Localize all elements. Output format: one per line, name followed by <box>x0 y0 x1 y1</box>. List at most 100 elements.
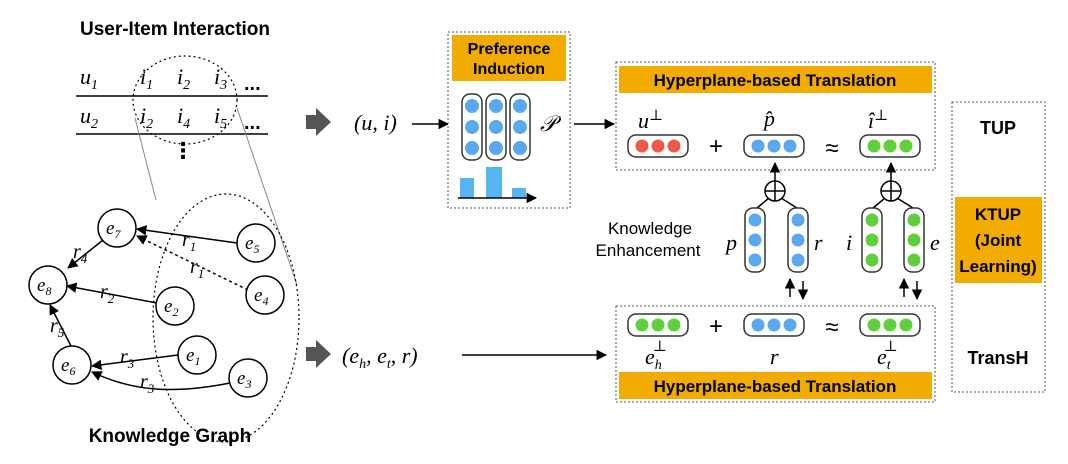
side-panel: TUP KTUP (Joint Learning) TransH <box>951 101 1046 393</box>
tup-box: Hyperplane-based Translation u⊥ p̂ î⊥ + … <box>615 61 936 171</box>
enh-vector-e-dot <box>907 233 921 247</box>
enh-vector-r <box>787 207 809 273</box>
enh-vector-r-dot <box>791 233 805 247</box>
preference-title-line1: Preference <box>468 41 551 58</box>
vector-eh-perp-dot <box>651 318 665 332</box>
items-ellipse <box>132 55 238 145</box>
svg-text:e1: e1 <box>186 345 200 368</box>
transh-eh-label: eh⊥ <box>645 339 667 373</box>
transh-plus: + <box>709 313 723 340</box>
enh-e-label: e <box>930 230 940 255</box>
vector-r-dot <box>751 318 765 332</box>
projection-line-left <box>134 117 157 201</box>
projection-line-right <box>236 107 298 286</box>
svg-text:u1: u1 <box>80 64 98 93</box>
edge-e6-e8 <box>49 304 72 347</box>
edge-e3-e6 <box>91 371 231 391</box>
vdots: ⋮ <box>172 138 194 163</box>
user-item-title: User-Item Interaction <box>80 19 270 40</box>
svg-text:e5: e5 <box>245 233 259 256</box>
svg-text:i5: i5 <box>214 103 227 132</box>
histogram-bar-2 <box>486 167 502 198</box>
vector-r-dot <box>783 318 797 332</box>
vector-u-perp-dot <box>651 139 665 153</box>
vector-eh-perp-dot <box>635 318 649 332</box>
svg-text:r1: r1 <box>190 256 204 281</box>
edge-e5-e7 <box>135 225 238 244</box>
kg-relation-labels: r1 r1 r4 r2 r5 r3 r3 <box>50 229 204 396</box>
enh-i-label: i <box>846 230 852 255</box>
vector-r-dot <box>767 318 781 332</box>
svg-text:r3: r3 <box>120 346 135 371</box>
vector-i-hat-perp-dot <box>899 139 913 153</box>
vector-i-hat-perp-dot <box>867 139 881 153</box>
oplus-left <box>764 180 786 202</box>
tup-p-label: p̂ <box>762 106 775 131</box>
user-item-row-2: u2 i2 i4 i5 ... <box>80 103 261 134</box>
edge-e2-e8 <box>65 282 158 304</box>
edge-e1-e6 <box>90 354 179 371</box>
enhancement-line2: Enhancement <box>596 241 701 260</box>
kg-edges <box>49 225 249 391</box>
vector-p-hat-dot <box>783 139 797 153</box>
transh-title-bar <box>619 372 932 399</box>
svg-text:e7: e7 <box>106 218 121 241</box>
svg-text:i1: i1 <box>140 64 153 93</box>
preference-induction: Preference Induction 𝒫 <box>447 31 571 209</box>
entity-e2: e2 <box>155 286 195 326</box>
transh-approx: ≈ <box>825 314 838 341</box>
enh-vector-r-dot <box>791 253 805 267</box>
transh-box: Hyperplane-based Translation + ≈ eh⊥ r e… <box>615 305 936 403</box>
svg-text:e6: e6 <box>61 355 75 378</box>
enh-vector-r-dot <box>791 213 805 227</box>
vector-eh-perp-dot <box>667 318 681 332</box>
pref-vector-dot <box>489 141 503 155</box>
preference-title-bar <box>452 35 566 81</box>
enh-vector-e-dot <box>907 253 921 267</box>
svg-text:r5: r5 <box>50 315 65 340</box>
label-ktup-joint: (Joint <box>975 231 1022 250</box>
enh-vector-p-dot <box>748 233 762 247</box>
entity-e8: e8 <box>28 265 68 305</box>
pref-vector-dot <box>513 99 527 113</box>
transh-et-label: et⊥ <box>877 339 898 373</box>
enh-r-label: r <box>814 230 823 255</box>
entity-e7: e7 <box>97 208 137 248</box>
histogram-bar-1 <box>460 178 474 198</box>
kg-nodes: e7 e5 e8 e4 e2 e6 e1 e3 <box>28 208 285 398</box>
vector-et-perp-dot <box>883 318 897 332</box>
pref-vector-dot <box>489 120 503 134</box>
entity-e4: e4 <box>245 275 285 315</box>
entity-e1: e1 <box>177 335 217 375</box>
enh-vector-i-dot <box>865 253 879 267</box>
pref-vector-dot <box>513 120 527 134</box>
enh-vector-i-dot <box>865 233 879 247</box>
tup-i-label: î⊥ <box>868 108 888 133</box>
vector-eh-perp <box>627 313 689 337</box>
preference-vectors <box>461 93 531 161</box>
tup-title: Hyperplane-based Translation <box>654 71 897 90</box>
label-ktup: KTUP <box>975 205 1021 224</box>
tup-approx: ≈ <box>825 135 838 162</box>
pref-vector-1 <box>461 93 483 161</box>
label-ktup-learning: Learning) <box>959 257 1036 276</box>
vector-u-perp-dot <box>635 139 649 153</box>
ktup-highlight <box>955 197 1042 283</box>
enh-p-label: p <box>724 230 737 255</box>
enhancement-vectors <box>744 207 925 273</box>
tup-vectors <box>627 134 921 158</box>
pref-vector-dot <box>489 99 503 113</box>
pref-vector-3 <box>509 93 531 161</box>
enh-vector-p-dot <box>748 253 762 267</box>
vector-i-hat-perp-dot <box>883 139 897 153</box>
transh-title: Hyperplane-based Translation <box>654 377 897 396</box>
tup-title-bar <box>619 66 932 93</box>
pref-vector-dot <box>465 141 479 155</box>
svg-text:...: ... <box>244 73 261 95</box>
svg-text:i2: i2 <box>177 64 190 93</box>
svg-text:e4: e4 <box>254 285 268 308</box>
vector-u-perp <box>627 134 689 158</box>
histogram-bar-3 <box>512 188 526 198</box>
input-kg-triple: (eh, et, r) <box>342 343 418 372</box>
